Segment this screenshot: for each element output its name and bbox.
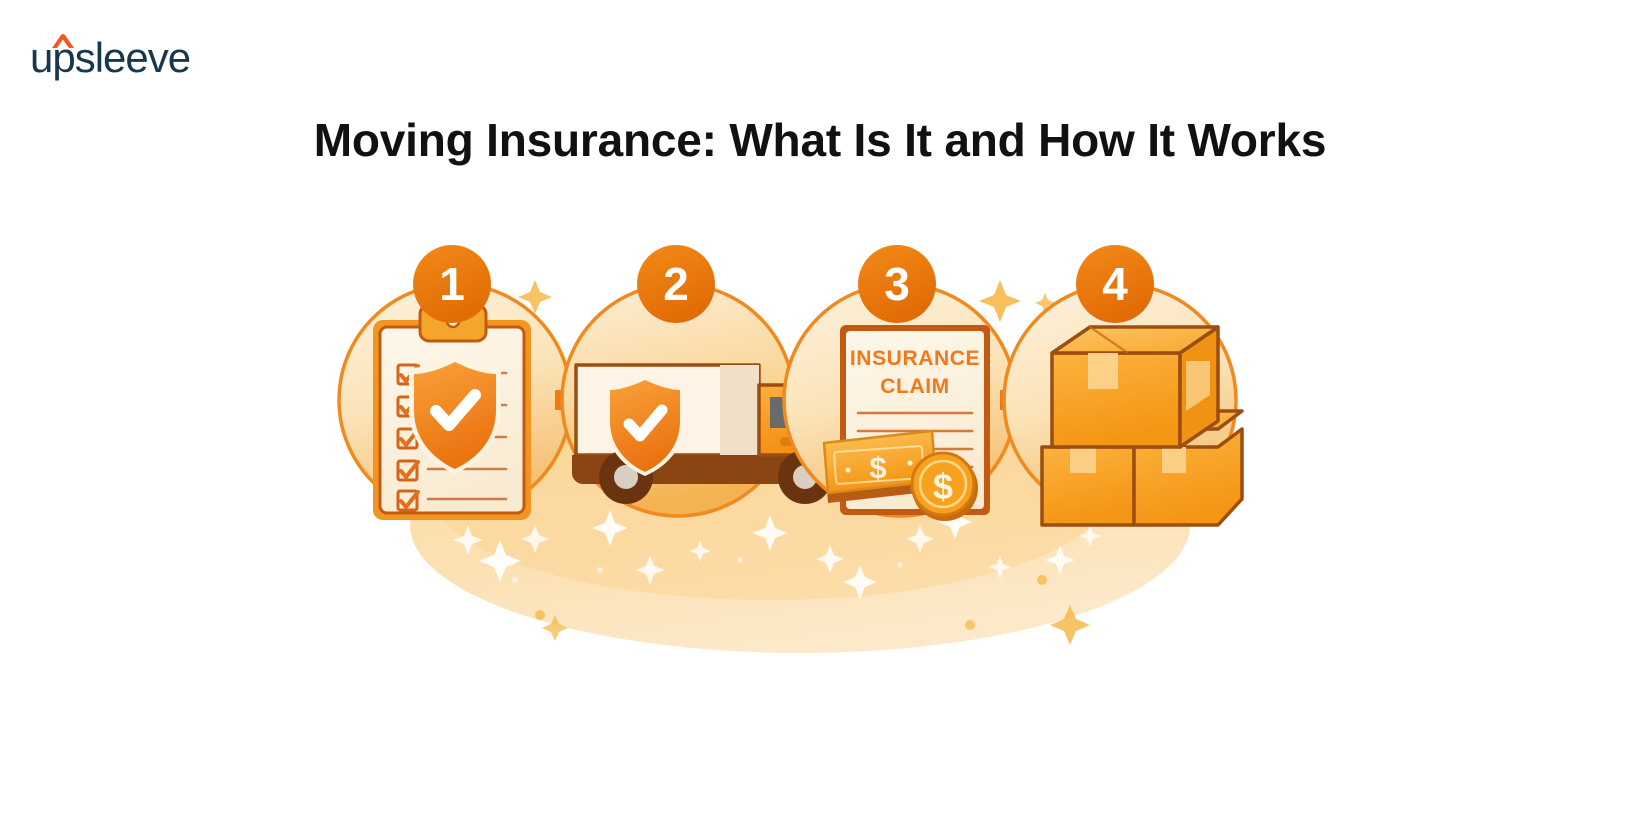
stacked-cardboard-boxes-icon	[1040, 325, 1244, 527]
step-2-number: 2	[663, 258, 689, 310]
coin-dollar-symbol: $	[933, 466, 953, 507]
insurance-claim-document-money-icon: INSURANCE CLAIM $ $	[822, 325, 990, 521]
step-2-badge: 2	[637, 245, 715, 323]
step-3-badge: 3	[858, 245, 936, 323]
sparkle-decorations	[431, 280, 1101, 599]
moving-insurance-process-illustration: 1	[300, 225, 1300, 665]
step-1-group: 1	[337, 245, 573, 520]
step-3-number: 3	[884, 258, 910, 310]
sparkle-decorations-accent	[518, 280, 1090, 645]
step-3-group: INSURANCE CLAIM $ $ 3	[782, 245, 1018, 521]
step-4-number: 4	[1102, 258, 1128, 310]
step-1-badge: 1	[413, 245, 491, 323]
claim-title-line-2: CLAIM	[880, 375, 950, 398]
step-1-number: 1	[439, 258, 465, 310]
page-title: Moving Insurance: What Is It and How It …	[313, 114, 1327, 166]
caret-accent-icon	[52, 34, 74, 48]
step-4-group: 4	[1002, 245, 1244, 527]
brand-logo[interactable]: upsleeve	[30, 28, 250, 88]
clipboard-checklist-shield-icon	[373, 303, 531, 520]
claim-title-line-1: INSURANCE	[850, 347, 980, 370]
step-4-badge: 4	[1076, 245, 1154, 323]
step-2-group: 2	[560, 245, 870, 518]
banknote-dollar-symbol: $	[869, 450, 886, 485]
